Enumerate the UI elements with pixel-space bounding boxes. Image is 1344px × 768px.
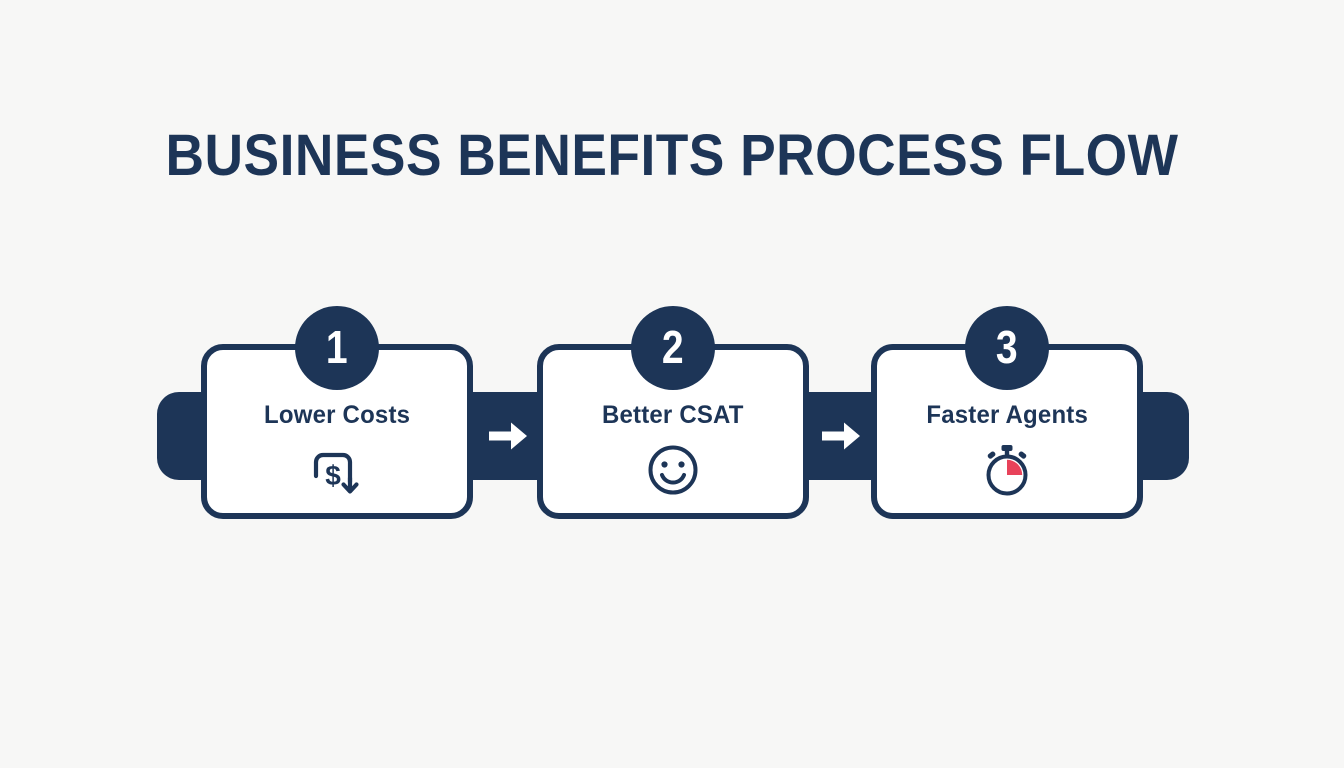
flow-step-badge-3: 3 [965, 306, 1049, 390]
flow-step-badge-2: 2 [631, 306, 715, 390]
page-title: BUSINESS BENEFITS PROCESS FLOW [165, 123, 1179, 188]
arrow-right-icon [455, 392, 560, 480]
smiley-face-icon [642, 442, 704, 498]
dollar-down-arrow-icon: $ [306, 442, 368, 498]
stopwatch-icon [976, 442, 1038, 498]
flow-step-number: 1 [326, 321, 348, 373]
arrow-right-icon [788, 392, 893, 480]
flow-step-label: Better CSAT [602, 401, 744, 429]
flow-step-badge-1: 1 [295, 306, 379, 390]
flow-step-number: 2 [662, 321, 684, 373]
flow-step-label: Faster Agents [926, 401, 1088, 429]
flow-step-number: 3 [996, 321, 1018, 373]
flow-step-label: Lower Costs [263, 401, 411, 429]
svg-text:$: $ [325, 460, 341, 491]
